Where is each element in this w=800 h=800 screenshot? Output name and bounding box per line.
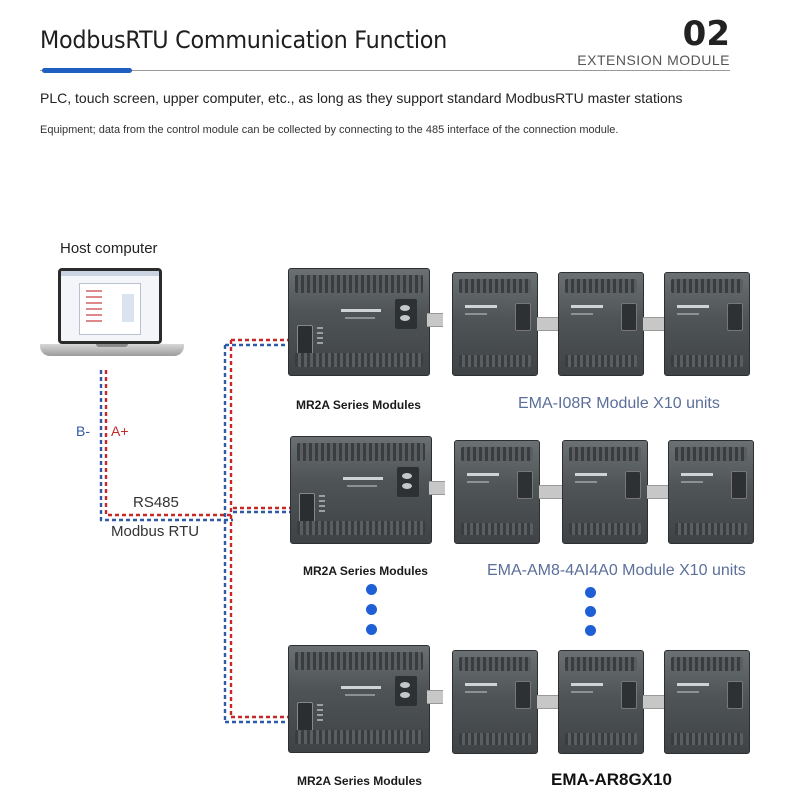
ellipsis-dot	[366, 604, 377, 615]
ext-label-row-1: EMA-I08R Module X10 units	[518, 395, 720, 412]
software-window	[79, 283, 141, 335]
extension-module	[664, 272, 750, 376]
extension-module	[668, 440, 754, 544]
description-line-1: PLC, touch screen, upper computer, etc.,…	[40, 90, 683, 106]
section-subtitle: EXTENSION MODULE	[577, 52, 730, 68]
plc-module-row-3	[288, 645, 443, 753]
ext-label-row-3: EMA-AR8GX10	[551, 770, 672, 789]
plc-module-row-2	[290, 436, 445, 544]
plc-label-row-1: MR2A Series Modules	[296, 398, 421, 412]
bus-label-rs485: RS485	[133, 494, 179, 511]
ellipsis-dot	[585, 606, 596, 617]
ellipsis-dot	[366, 584, 377, 595]
laptop-base	[40, 344, 184, 356]
section-number: 02	[682, 14, 730, 54]
extension-module	[452, 650, 561, 754]
laptop-screen	[58, 268, 162, 344]
extension-module	[558, 272, 667, 376]
extension-module	[664, 650, 750, 754]
ext-label-row-2: EMA-AM8-4AI4A0 Module X10 units	[487, 562, 746, 579]
host-computer-label: Host computer	[60, 240, 158, 257]
ellipsis-dot	[585, 625, 596, 636]
bus-label-modbus: Modbus RTU	[111, 523, 200, 540]
page-title: ModbusRTU Communication Function	[40, 26, 448, 54]
ellipsis-dot	[585, 587, 596, 598]
description-line-2: Equipment; data from the control module …	[40, 124, 619, 136]
wire-b-label: B-	[76, 423, 90, 439]
ellipsis-dot	[366, 624, 377, 635]
extension-module	[562, 440, 671, 544]
header-divider	[40, 70, 730, 71]
plc-module-row-1	[288, 268, 443, 376]
extension-module	[454, 440, 563, 544]
wire-a-label: A+	[111, 423, 129, 439]
extension-module	[452, 272, 561, 376]
header-accent-bar	[42, 68, 132, 73]
extension-module	[558, 650, 667, 754]
plc-label-row-3: MR2A Series Modules	[297, 774, 422, 788]
plc-label-row-2: MR2A Series Modules	[303, 564, 428, 578]
